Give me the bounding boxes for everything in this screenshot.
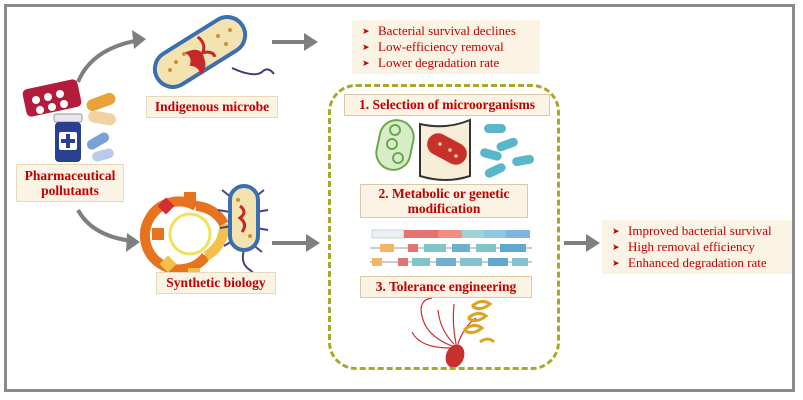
arrowhead-bullet-icon: ➤	[362, 25, 370, 36]
bottom-outcome-item: ➤High removal efficiency	[612, 239, 755, 254]
pharmaceutical-pollutants-label: Pharmaceutical pollutants	[16, 164, 124, 202]
arrow-to-bottom-outcomes	[564, 234, 600, 252]
step-modification-label: 2. Metabolic or genetic modification	[360, 184, 528, 218]
step-tolerance-label: 3. Tolerance engineering	[360, 276, 532, 298]
arrow-to-strategy-box	[272, 234, 320, 252]
synthetic-biology-label: Synthetic biology	[156, 272, 276, 294]
indigenous-bacterium-icon	[152, 15, 275, 89]
arrowhead-bullet-icon: ➤	[612, 225, 620, 236]
pharmaceutical-pills-icon	[22, 79, 116, 162]
source-label-line2: pollutants	[41, 183, 99, 198]
indigenous-microbe-label: Indigenous microbe	[146, 96, 278, 118]
bottom-outcome-item: ➤Enhanced degradation rate	[612, 255, 767, 270]
synthetic-label-text: Synthetic biology	[166, 275, 266, 290]
microorganism-selection-icon	[375, 118, 534, 181]
arrow-to-synthetic	[76, 208, 140, 252]
arrowhead-bullet-icon: ➤	[362, 57, 370, 68]
indigenous-label-text: Indigenous microbe	[154, 99, 270, 114]
arrow-to-indigenous	[76, 30, 146, 83]
strategy-dashed-box	[328, 84, 560, 370]
bottom-outcome-item: ➤Improved bacterial survival	[612, 223, 772, 238]
synthetic-biology-gear-icon	[139, 192, 230, 280]
arrowhead-bullet-icon: ➤	[362, 41, 370, 52]
arrowhead-bullet-icon: ➤	[612, 257, 620, 268]
top-outcome-item: ➤Lower degradation rate	[362, 55, 500, 70]
arrowhead-bullet-icon: ➤	[612, 241, 620, 252]
synthetic-bacterium-icon	[217, 184, 269, 285]
genetic-construct-icon	[370, 229, 532, 266]
top-outcomes-list: ➤Bacterial survival declines ➤Low-effici…	[352, 20, 540, 74]
step-selection-label: 1. Selection of microorganisms	[344, 94, 550, 116]
source-label-line1: Pharmaceutical	[24, 168, 116, 183]
bottom-outcomes-list: ➤Improved bacterial survival ➤High remov…	[602, 220, 792, 274]
arrow-to-top-outcomes	[272, 33, 318, 51]
top-outcome-item: ➤Bacterial survival declines	[362, 23, 516, 38]
top-outcome-item: ➤Low-efficiency removal	[362, 39, 504, 54]
